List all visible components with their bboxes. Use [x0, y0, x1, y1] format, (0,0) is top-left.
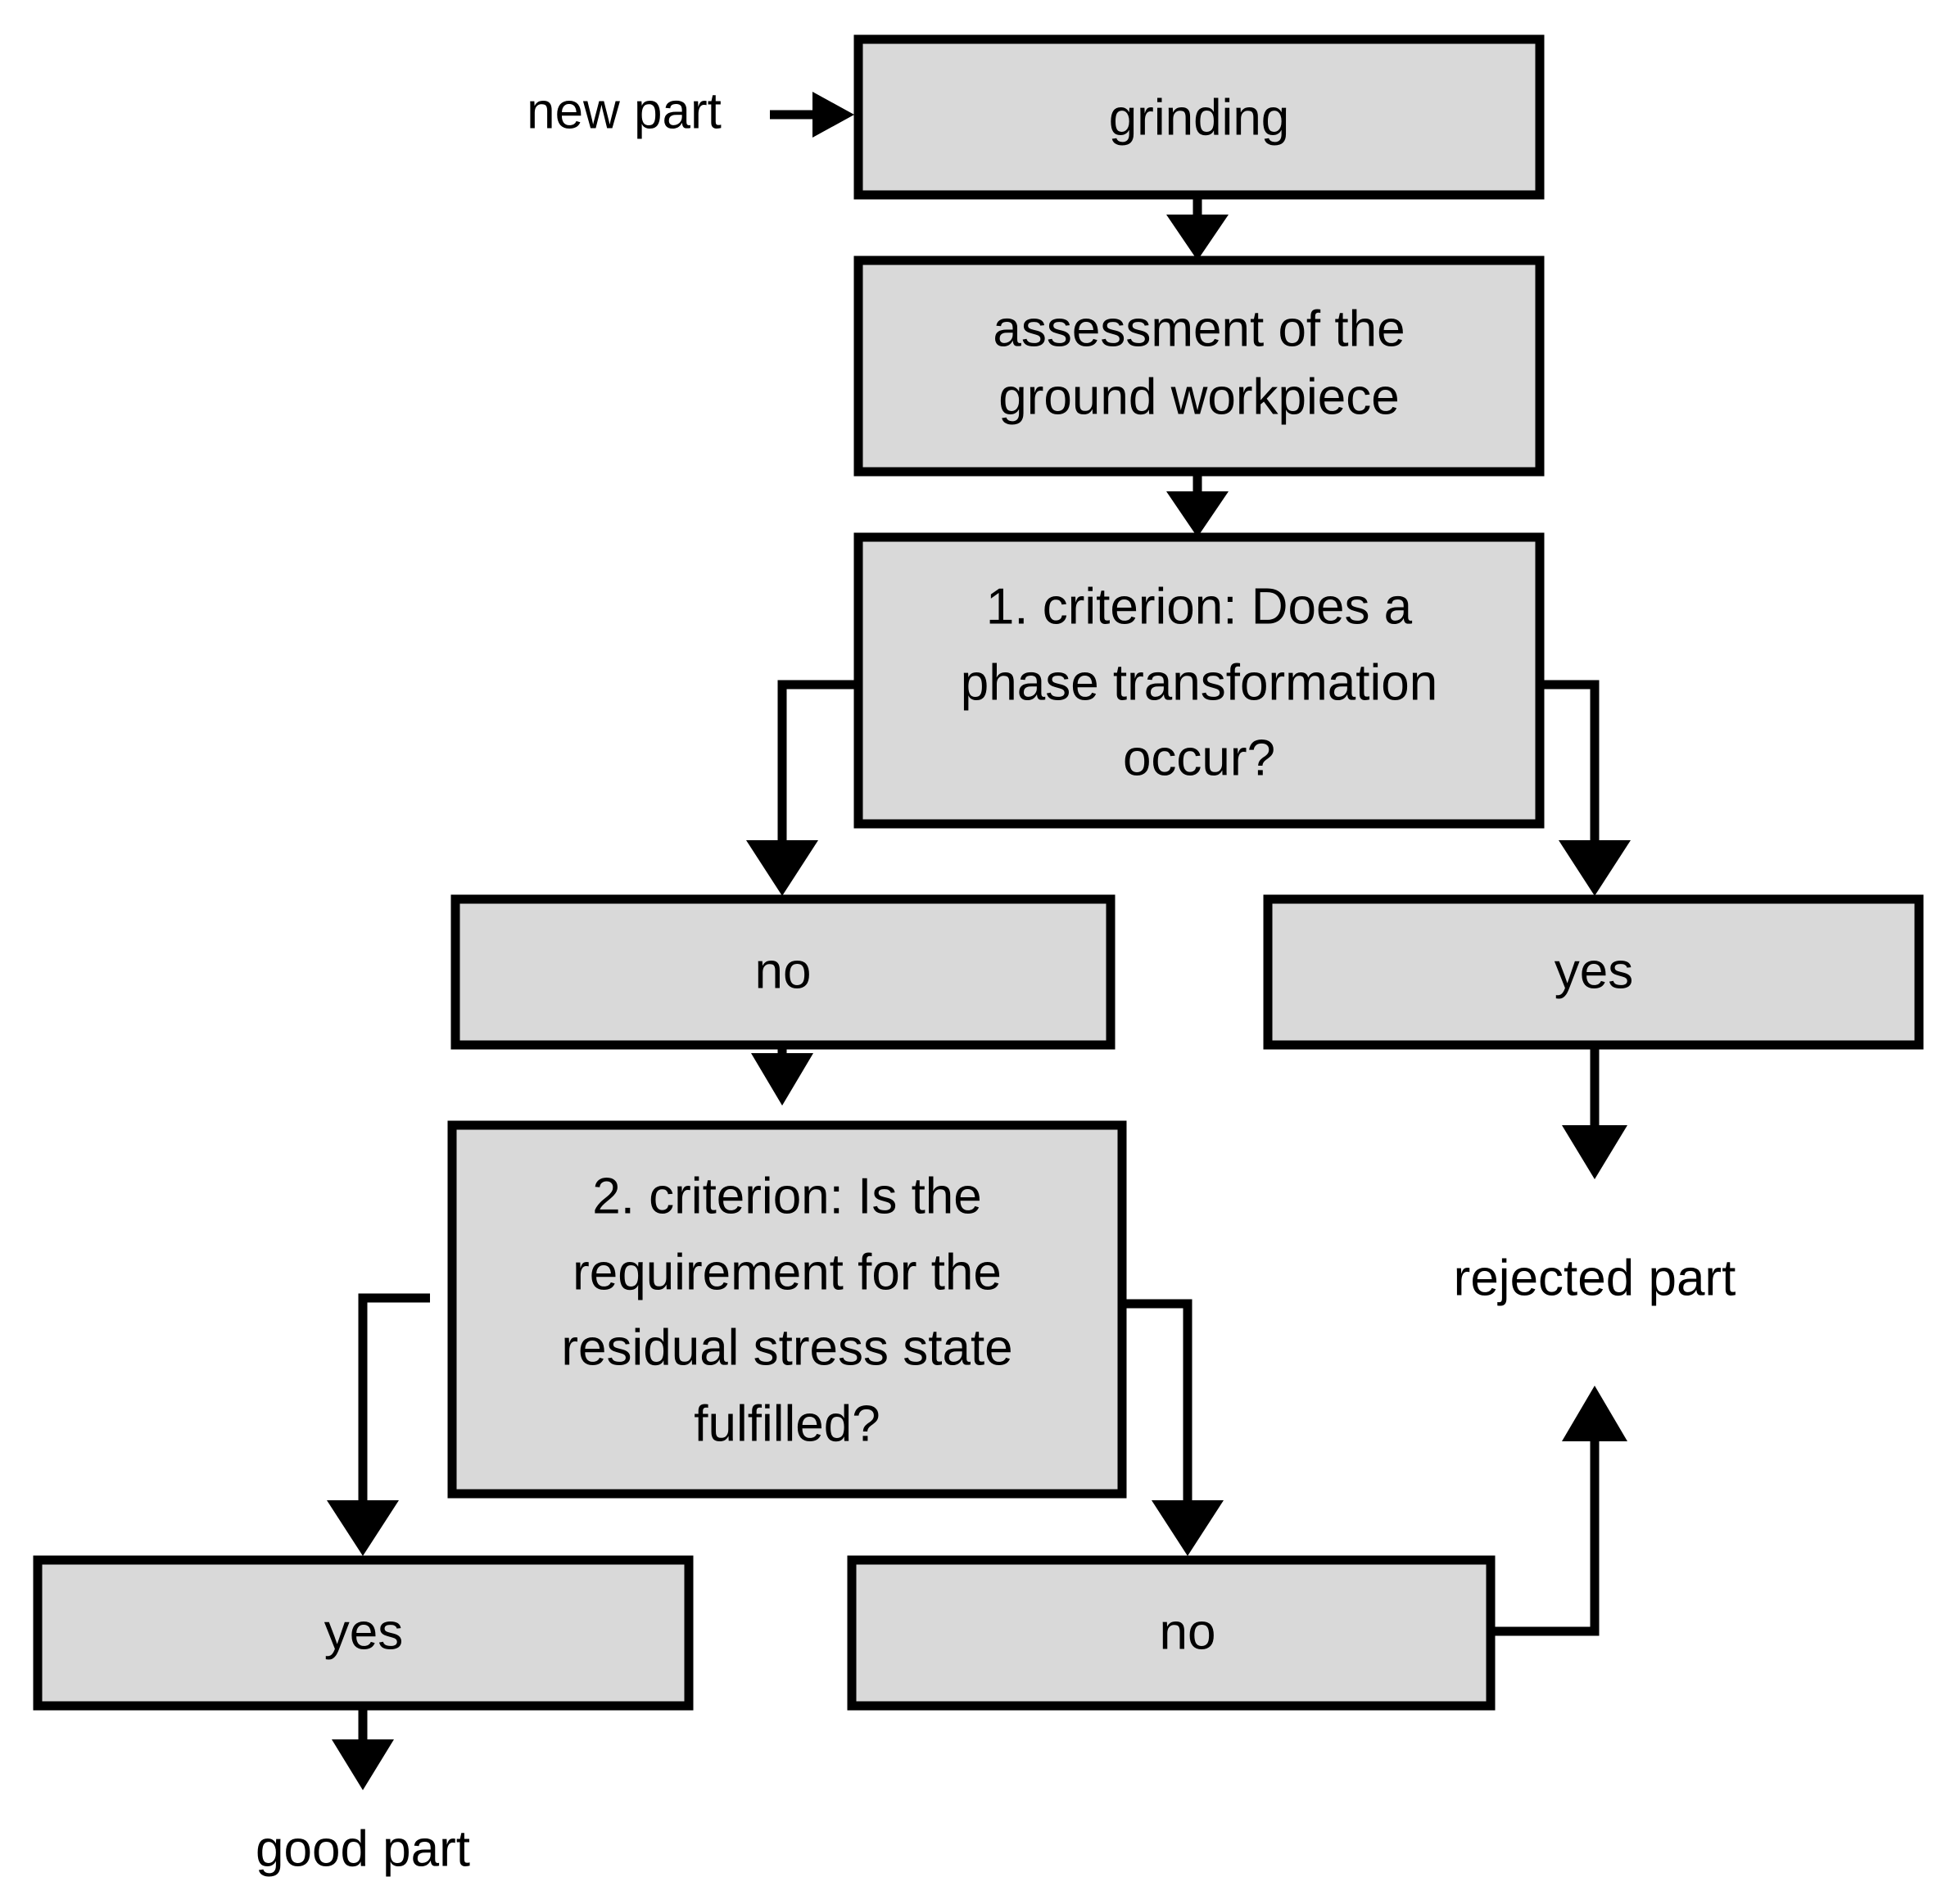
- node-grinding-label: grinding: [1109, 89, 1290, 146]
- node-criterion-2-no-label: no: [1160, 1603, 1216, 1660]
- node-criterion-1-no-label: no: [755, 943, 812, 999]
- connector-no-to-criterion2: [751, 1048, 813, 1106]
- node-criterion-1[interactable]: 1. criterion: Does a phase transformatio…: [853, 532, 1545, 829]
- node-assessment[interactable]: assessment of the ground workpiece: [853, 256, 1545, 477]
- node-criterion-1-label-line3: occur?: [1123, 730, 1275, 786]
- node-assessment-label-line1: assessment of the: [993, 301, 1405, 357]
- node-criterion-1-yes[interactable]: yes: [1263, 894, 1924, 1050]
- terminal-good-part-label: good part: [256, 1820, 470, 1877]
- node-grinding[interactable]: grinding: [853, 34, 1545, 200]
- connector-criterion1-to-no: [746, 680, 854, 896]
- connector-yes-to-good: [332, 1710, 394, 1790]
- terminal-rejected-part-label: rejected part: [1454, 1250, 1736, 1306]
- connector-assessment-to-criterion1: [1166, 476, 1229, 537]
- node-criterion-2-yes-label: yes: [324, 1603, 403, 1660]
- node-criterion-2-label-line4: fulfilled?: [694, 1395, 880, 1452]
- connector-criterion1-to-yes: [1543, 680, 1631, 896]
- terminal-new-part-label: new part: [527, 83, 722, 139]
- node-criterion-2-yes[interactable]: yes: [33, 1555, 694, 1711]
- node-criterion-2-label-line1: 2. criterion: Is the: [592, 1168, 982, 1224]
- node-criterion-1-no[interactable]: no: [450, 894, 1116, 1050]
- node-criterion-2-label-line2: requirement for the: [573, 1244, 1002, 1300]
- connector-no-to-rejected: [1495, 1386, 1627, 1636]
- connector-criterion2-to-no: [1123, 1299, 1224, 1556]
- node-criterion-1-yes-label: yes: [1555, 943, 1633, 999]
- node-criterion-2-label-line3: residual stress state: [561, 1319, 1012, 1376]
- connector-grinding-to-assessment: [1166, 199, 1229, 260]
- connector-criterion2-to-yes: [327, 1293, 430, 1556]
- node-criterion-1-label-line2: phase transformation: [961, 654, 1437, 711]
- connector-yes-to-rejected: [1562, 1048, 1627, 1179]
- node-criterion-2[interactable]: 2. criterion: Is the requirement for the…: [447, 1120, 1127, 1499]
- node-criterion-1-label-line1: 1. criterion: Does a: [986, 578, 1413, 635]
- connector-newpart-to-grinding: [770, 92, 854, 138]
- node-assessment-label-line2: ground workpiece: [998, 369, 1399, 425]
- node-criterion-2-no[interactable]: no: [847, 1555, 1496, 1711]
